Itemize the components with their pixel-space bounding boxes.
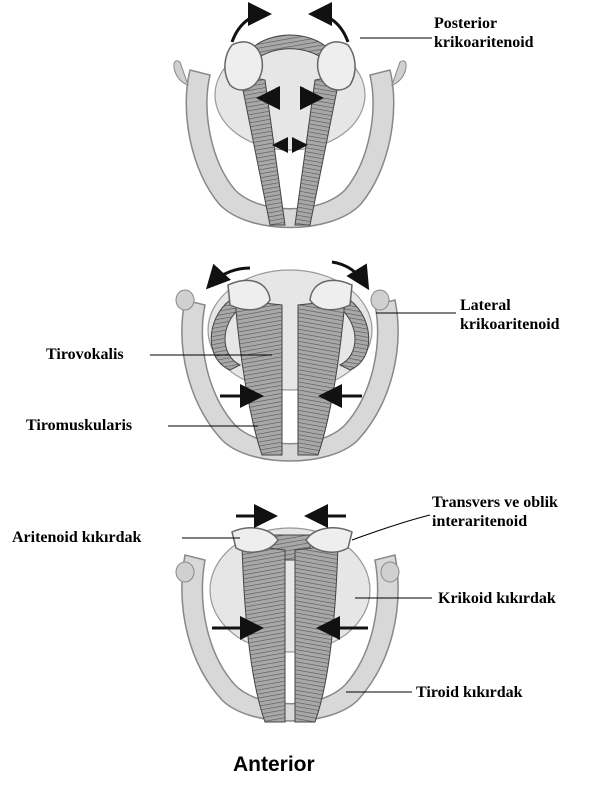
arrow-rotate-left-top [232,14,266,42]
horn-left-top [174,61,188,85]
label-lateral-line2: krikoaritenoid [460,315,560,334]
label-aritenoid: Aritenoid kıkırdak [12,528,141,547]
horn-right-top [392,61,406,85]
label-lateral: Lateral krikoaritenoid [460,296,560,334]
leader-transvers [352,515,430,540]
label-tirovokalis: Tirovokalis [46,345,124,364]
label-transvers-line1: Transvers ve oblik [432,493,558,512]
panel-top [174,14,432,228]
label-transvers-line2: interaritenoid [432,512,558,531]
horn-right-middle [371,290,389,310]
arrow-rotate-right-top [314,14,348,42]
arytenoid-right-top [318,42,355,90]
label-tiromuskularis: Tiromuskularis [26,416,132,435]
arytenoid-left-top [225,42,262,90]
label-posterior-line2: krikoaritenoid [434,33,534,52]
horn-left-bottom [176,562,194,582]
panel-middle [150,262,456,461]
panel-bottom [176,515,432,722]
label-transvers: Transvers ve oblik interaritenoid [432,493,558,531]
label-posterior: Posterior krikoaritenoid [434,14,534,52]
horn-right-bottom [381,562,399,582]
caption-anterior: Anterior [233,753,315,777]
label-krikoid: Krikoid kıkırdak [438,589,556,608]
label-posterior-line1: Posterior [434,14,534,33]
label-lateral-line1: Lateral [460,296,560,315]
label-tiroid: Tiroid kıkırdak [416,683,523,702]
horn-left-middle [176,290,194,310]
